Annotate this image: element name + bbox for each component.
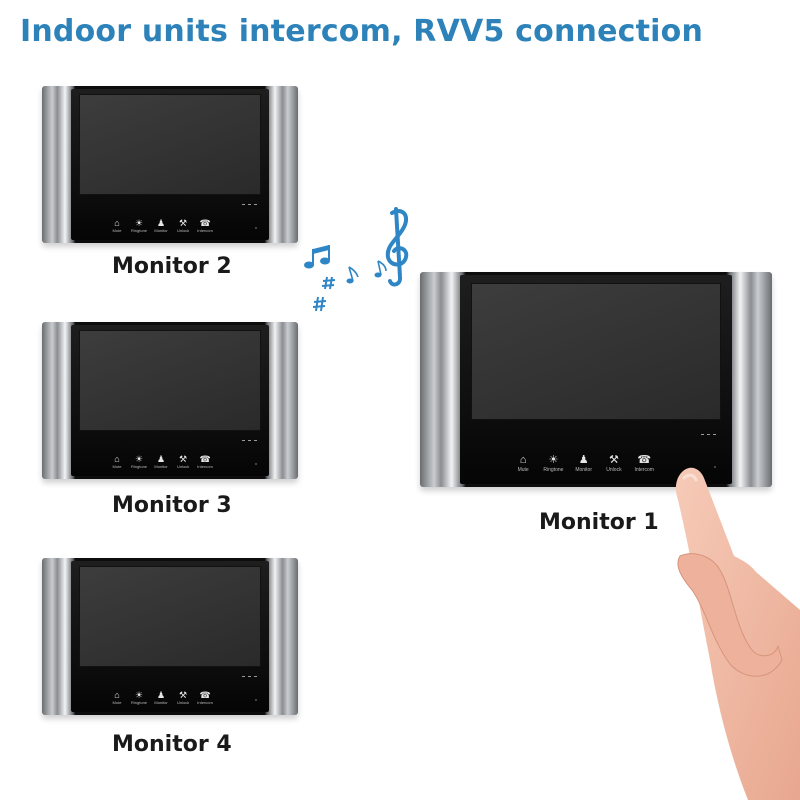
panel-button-ringtone[interactable]: ☀Ringtone bbox=[128, 690, 150, 706]
panel-button-label: Unlock bbox=[176, 699, 190, 705]
key-icon: ⚒ bbox=[179, 689, 188, 700]
headline: Indoor units intercom, RVV5 connection bbox=[20, 14, 703, 49]
monitor-4-unit: ⌂Mute☀Ringtone♟Monitor⚒Unlock☎Intercom bbox=[42, 558, 298, 715]
bell-icon: ⌂ bbox=[519, 454, 527, 467]
panel-button-intercom[interactable]: ☎Intercom bbox=[194, 454, 216, 470]
panel-button-monitor[interactable]: ♟Monitor bbox=[150, 218, 172, 234]
treble-clef-icon bbox=[385, 207, 409, 287]
key-icon: ⚒ bbox=[179, 217, 188, 228]
microphone-hole bbox=[713, 465, 716, 468]
panel-button-mute[interactable]: ⌂Mute bbox=[106, 454, 128, 470]
panel-button-label: Monitor bbox=[154, 463, 168, 469]
panel-button-monitor[interactable]: ♟Monitor bbox=[150, 690, 172, 706]
bell-icon: ⌂ bbox=[114, 217, 120, 228]
panel-button-label: Monitor bbox=[575, 467, 592, 474]
panel-button-label: Monitor bbox=[154, 227, 168, 233]
indicator-leds bbox=[242, 204, 258, 206]
panel-button-unlock[interactable]: ⚒Unlock bbox=[172, 218, 194, 234]
monitor-buttons: ⌂Mute☀Ringtone♟Monitor⚒Unlock☎Intercom bbox=[106, 446, 216, 470]
panel-button-label: Ringtone bbox=[543, 467, 564, 474]
monitor-screen bbox=[471, 282, 721, 421]
monitor-2-label: Monitor 2 bbox=[112, 254, 232, 279]
panel-button-label: Intercom bbox=[197, 699, 213, 705]
panel-button-ringtone[interactable]: ☀Ringtone bbox=[538, 454, 568, 474]
monitor-buttons: ⌂Mute☀Ringtone♟Monitor⚒Unlock☎Intercom bbox=[106, 210, 216, 234]
panel-button-ringtone[interactable]: ☀Ringtone bbox=[128, 454, 150, 470]
panel-button-label: Mute bbox=[112, 227, 122, 233]
panel-button-intercom[interactable]: ☎Intercom bbox=[629, 454, 659, 474]
panel-button-label: Intercom bbox=[634, 467, 654, 474]
monitor-1-label: Monitor 1 bbox=[539, 510, 659, 535]
bell-icon: ⌂ bbox=[114, 453, 120, 464]
curled-fingers bbox=[677, 553, 783, 677]
indicator-leds bbox=[242, 676, 258, 678]
bulb-icon: ☀ bbox=[134, 689, 144, 700]
microphone-hole bbox=[255, 226, 258, 229]
monitor-screen bbox=[79, 329, 261, 431]
hand-illustration bbox=[675, 467, 800, 800]
sharp-icon bbox=[321, 276, 336, 290]
monitor-buttons: ⌂Mute☀Ringtone♟Monitor⚒Unlock☎Intercom bbox=[508, 442, 659, 474]
panel-button-label: Intercom bbox=[197, 463, 213, 469]
person-icon: ♟ bbox=[157, 453, 166, 464]
panel-button-label: Mute bbox=[112, 699, 122, 705]
microphone-hole bbox=[255, 462, 258, 465]
monitor-1-unit: ⌂Mute☀Ringtone♟Monitor⚒Unlock☎Intercom bbox=[420, 272, 772, 487]
panel-button-mute[interactable]: ⌂Mute bbox=[106, 218, 128, 234]
music-notes-illustration bbox=[304, 207, 409, 312]
phone-icon: ☎ bbox=[637, 454, 652, 467]
beamed-notes-icon bbox=[304, 245, 330, 269]
panel-button-unlock[interactable]: ⚒Unlock bbox=[599, 454, 629, 474]
monitor-buttons: ⌂Mute☀Ringtone♟Monitor⚒Unlock☎Intercom bbox=[106, 682, 216, 706]
panel-button-label: Monitor bbox=[154, 699, 168, 705]
monitor-4-label: Monitor 4 bbox=[112, 732, 232, 757]
bulb-icon: ☀ bbox=[548, 454, 559, 467]
phone-icon: ☎ bbox=[199, 453, 211, 464]
monitor-2-unit: ⌂Mute☀Ringtone♟Monitor⚒Unlock☎Intercom bbox=[42, 86, 298, 243]
panel-button-mute[interactable]: ⌂Mute bbox=[508, 454, 538, 474]
key-icon: ⚒ bbox=[608, 454, 619, 467]
panel-button-label: Unlock bbox=[606, 467, 622, 474]
indicator-leds bbox=[700, 434, 716, 436]
panel-button-label: Mute bbox=[112, 463, 122, 469]
panel-button-label: Unlock bbox=[176, 463, 190, 469]
panel-button-label: Ringtone bbox=[131, 699, 148, 705]
eighth-note-icon bbox=[374, 260, 387, 278]
indicator-leds bbox=[242, 440, 258, 442]
person-icon: ♟ bbox=[157, 689, 166, 700]
monitor-3-label: Monitor 3 bbox=[112, 493, 232, 518]
monitor-screen bbox=[79, 93, 261, 195]
panel-button-label: Unlock bbox=[176, 227, 190, 233]
monitor-screen bbox=[79, 565, 261, 667]
panel-button-label: Ringtone bbox=[131, 463, 148, 469]
panel-button-mute[interactable]: ⌂Mute bbox=[106, 690, 128, 706]
panel-button-label: Mute bbox=[517, 467, 529, 474]
panel-button-label: Ringtone bbox=[131, 227, 148, 233]
bell-icon: ⌂ bbox=[114, 689, 120, 700]
phone-icon: ☎ bbox=[199, 689, 211, 700]
bulb-icon: ☀ bbox=[134, 453, 144, 464]
panel-button-ringtone[interactable]: ☀Ringtone bbox=[128, 218, 150, 234]
monitor-3-unit: ⌂Mute☀Ringtone♟Monitor⚒Unlock☎Intercom bbox=[42, 322, 298, 479]
panel-button-intercom[interactable]: ☎Intercom bbox=[194, 218, 216, 234]
panel-button-monitor[interactable]: ♟Monitor bbox=[150, 454, 172, 470]
bulb-icon: ☀ bbox=[134, 217, 144, 228]
eighth-note-icon bbox=[346, 266, 359, 284]
person-icon: ♟ bbox=[157, 217, 166, 228]
microphone-hole bbox=[255, 698, 258, 701]
sharp-icon bbox=[312, 296, 327, 312]
phone-icon: ☎ bbox=[199, 217, 211, 228]
key-icon: ⚒ bbox=[179, 453, 188, 464]
person-icon: ♟ bbox=[578, 454, 589, 467]
panel-button-intercom[interactable]: ☎Intercom bbox=[194, 690, 216, 706]
panel-button-monitor[interactable]: ♟Monitor bbox=[569, 454, 599, 474]
panel-button-unlock[interactable]: ⚒Unlock bbox=[172, 690, 194, 706]
panel-button-label: Intercom bbox=[197, 227, 213, 233]
panel-button-unlock[interactable]: ⚒Unlock bbox=[172, 454, 194, 470]
